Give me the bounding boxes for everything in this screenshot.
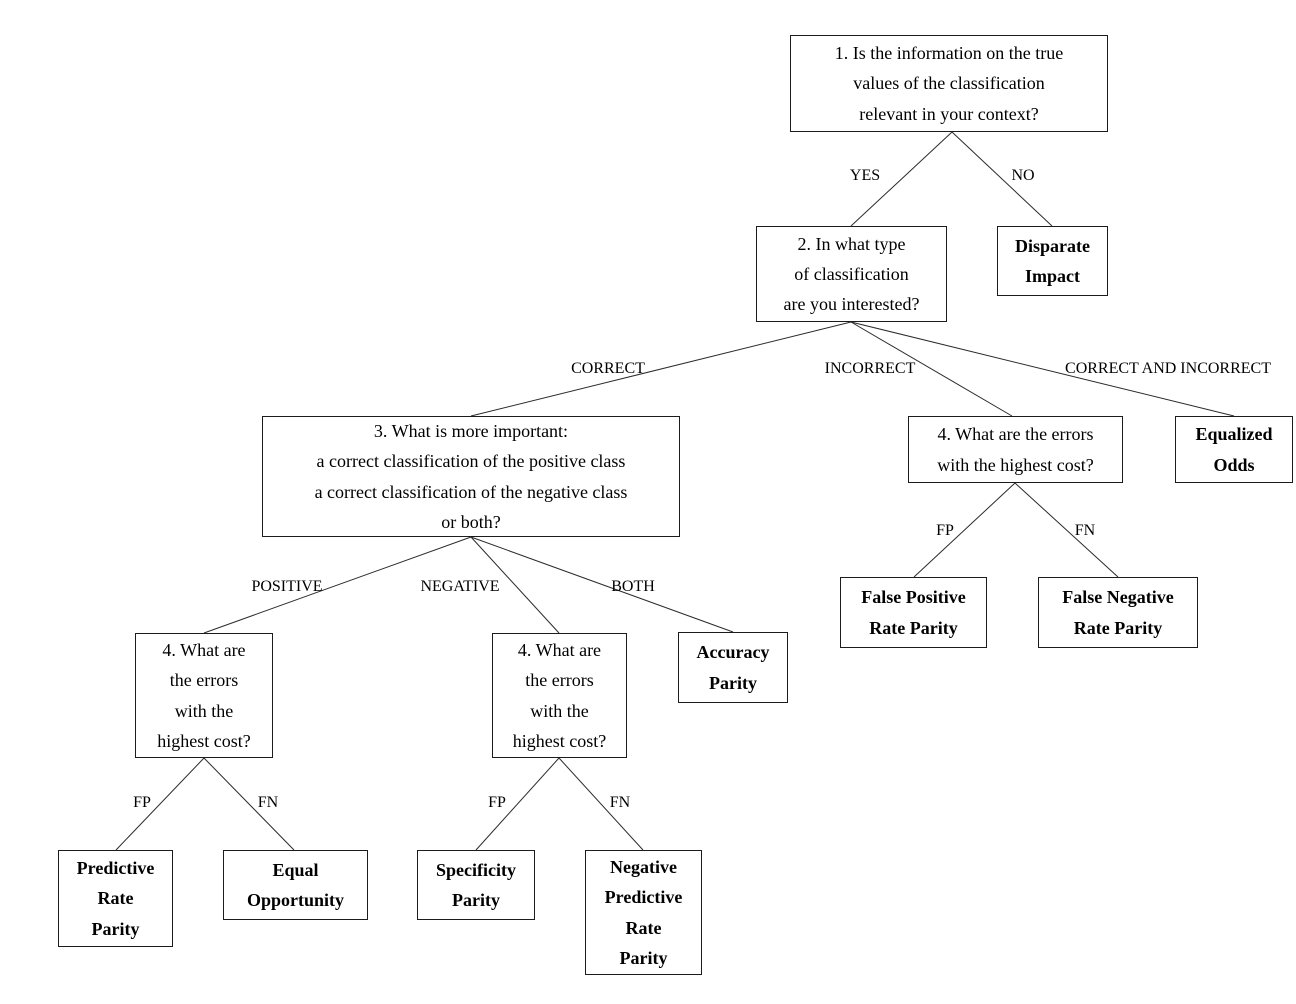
edge-label-fp-right: FP <box>936 522 954 539</box>
edge-label-negative: NEGATIVE <box>420 578 500 595</box>
outcome-negative-predictive-rate-parity: Negative Predictive Rate Parity <box>585 850 702 975</box>
edge-label-fp-left: FP <box>133 794 151 811</box>
outcome-equal-opportunity: Equal Opportunity <box>223 850 368 920</box>
edge-label-fp-middle: FP <box>488 794 506 811</box>
outcome-disparate-impact: Disparate Impact <box>997 226 1108 296</box>
edge-q2-correct <box>470 321 852 417</box>
edge-q3-positive <box>203 536 472 634</box>
outcome-accuracy-parity: Accuracy Parity <box>678 632 788 703</box>
edge-q1-yes <box>850 131 953 227</box>
edge-label-no: NO <box>1011 167 1035 184</box>
edge-label-fn-right: FN <box>1074 522 1096 539</box>
edge-label-fn-left: FN <box>257 794 279 811</box>
decision-node-4-right: 4. What are the errors with the highest … <box>908 416 1123 483</box>
edge-label-both: BOTH <box>611 578 655 595</box>
edge-q2-incorrect <box>850 321 1013 417</box>
outcome-predictive-rate-parity: Predictive Rate Parity <box>58 850 173 947</box>
edge-label-correct: CORRECT <box>571 360 645 377</box>
edge-label-fn-middle: FN <box>609 794 631 811</box>
edge-q3-both <box>470 536 734 633</box>
edge-q4right-fp <box>913 482 1016 578</box>
outcome-equalized-odds: Equalized Odds <box>1175 416 1293 483</box>
edge-label-positive: POSITIVE <box>251 578 323 595</box>
decision-node-4-middle: 4. What are the errors with the highest … <box>492 633 627 758</box>
edge-q4mid-fn <box>558 757 644 851</box>
decision-node-2: 2. In what type of classification are yo… <box>756 226 947 322</box>
edge-label-incorrect: INCORRECT <box>824 360 916 377</box>
edge-label-correct-and-incorrect: CORRECT AND INCORRECT <box>1065 360 1271 377</box>
edge-q2-correct-and-incorrect <box>850 321 1235 417</box>
decision-node-1: 1. Is the information on the true values… <box>790 35 1108 132</box>
outcome-specificity-parity: Specificity Parity <box>417 850 535 920</box>
decision-node-3: 3. What is more important: a correct cla… <box>262 416 680 537</box>
edge-q4left-fn <box>203 757 295 851</box>
edge-label-yes: YES <box>849 167 881 184</box>
edge-q1-no <box>951 131 1053 227</box>
edge-q4mid-fp <box>475 757 560 851</box>
edge-q4right-fn <box>1014 482 1119 578</box>
outcome-false-positive-rate-parity: False Positive Rate Parity <box>840 577 987 648</box>
outcome-false-negative-rate-parity: False Negative Rate Parity <box>1038 577 1198 648</box>
edge-q4left-fp <box>115 757 205 851</box>
edge-q3-negative <box>470 536 560 634</box>
decision-node-4-left: 4. What are the errors with the highest … <box>135 633 273 758</box>
